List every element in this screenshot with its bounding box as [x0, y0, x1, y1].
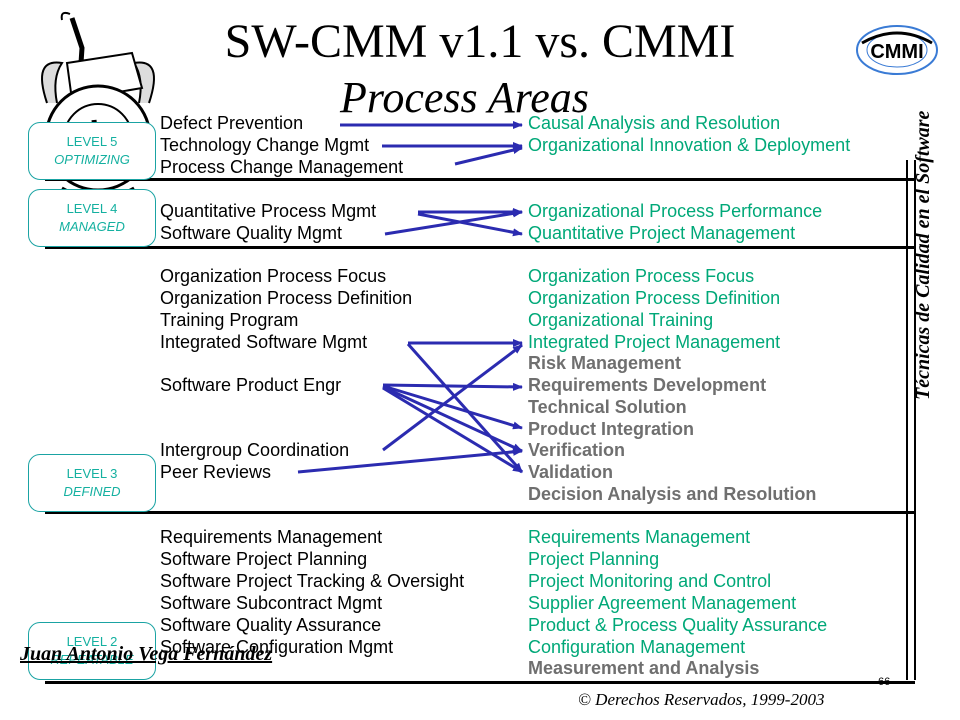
- swcmm-item: Software Product Engr: [160, 375, 342, 395]
- swcmm-item: Organization Process Focus: [160, 266, 387, 286]
- level-number: LEVEL 5: [66, 134, 118, 149]
- swcmm-item: Software Subcontract Mgmt: [160, 593, 383, 613]
- swcmm-item: Requirements Management: [160, 527, 383, 547]
- arrow-line: [417, 212, 523, 237]
- level-number: LEVEL 2: [66, 634, 118, 649]
- level-name: OPTIMIZING: [54, 152, 130, 167]
- swcmm-item: Organization Process Definition: [160, 288, 413, 308]
- swcmm-item: Training Program: [160, 310, 299, 330]
- cmmi-item: Product & Process Quality Assurance: [528, 615, 828, 635]
- arrow-line: [382, 386, 523, 474]
- swcmm-item: Integrated Software Mgmt: [160, 332, 368, 352]
- level-3-box: LEVEL 3 DEFINED: [28, 454, 156, 512]
- arrow-line: [297, 447, 523, 474]
- level-separator: [45, 178, 915, 181]
- cmmi-item: Risk Management: [528, 353, 682, 373]
- swcmm-item: Defect Prevention: [160, 113, 304, 133]
- cmmi-item: Project Monitoring and Control: [528, 571, 772, 591]
- swcmm-item: Peer Reviews: [160, 462, 272, 482]
- cmmi-logo-icon: CMMI: [856, 25, 938, 75]
- cmmi-item: Organizational Process Performance: [528, 201, 823, 221]
- level-name: MANAGED: [59, 219, 125, 234]
- level-4-box: LEVEL 4 MANAGED: [28, 189, 156, 247]
- swcmm-item: Software Project Planning: [160, 549, 368, 569]
- cmmi-item: Supplier Agreement Management: [528, 593, 797, 613]
- cmmi-item: Quantitative Project Management: [528, 223, 796, 243]
- cmmi-item: Project Planning: [528, 549, 660, 569]
- level-name: DEFINED: [63, 484, 121, 499]
- level-name: REPEATABLE: [50, 652, 134, 667]
- level-2-box: LEVEL 2 REPEATABLE: [28, 622, 156, 680]
- swcmm-item: Quantitative Process Mgmt: [160, 201, 377, 221]
- swcmm-item: Technology Change Mgmt: [160, 135, 370, 155]
- cmmi-item: Organizational Innovation & Deployment: [528, 135, 851, 155]
- swcmm-item: Software Configuration Mgmt: [160, 637, 394, 657]
- level-5-box: LEVEL 5 OPTIMIZING: [28, 122, 156, 180]
- level-number: LEVEL 3: [66, 466, 118, 481]
- level-number: LEVEL 4: [66, 201, 118, 216]
- slide-title: SW-CMM v1.1 vs. CMMI: [224, 15, 736, 68]
- swcmm-item: Software Quality Assurance: [160, 615, 382, 635]
- arrow-line: [382, 384, 523, 430]
- swcmm-item: Software Quality Mgmt: [160, 223, 343, 243]
- cmmi-item: Measurement and Analysis: [528, 658, 760, 678]
- page-number: 66: [878, 676, 891, 688]
- cmmi-item: Requirements Management: [528, 527, 751, 547]
- level-separator: [45, 246, 915, 249]
- swcmm-item: Software Project Tracking & Oversight: [160, 571, 465, 591]
- cmmi-item: Organizational Training: [528, 310, 714, 330]
- cmmi-item: Configuration Management: [528, 637, 746, 657]
- slide-subtitle: Process Areas: [340, 73, 589, 122]
- level-separator: [45, 681, 915, 684]
- arrow-line: [382, 385, 523, 453]
- cmmi-item: Validation: [528, 462, 614, 482]
- cmmi-item: Verification: [528, 440, 626, 460]
- copyright-notice: © Derechos Reservados, 1999-2003: [578, 690, 825, 709]
- arrow-line: [382, 343, 523, 452]
- swcmm-item: Process Change Management: [160, 157, 404, 177]
- arrow-line: [384, 209, 523, 236]
- author-name: Juan Antonio Vega Fernández: [20, 643, 273, 665]
- cmmi-item: Causal Analysis and Resolution: [528, 113, 781, 133]
- cmmi-item: Organization Process Focus: [528, 266, 755, 286]
- level-separator: [45, 511, 915, 514]
- cmmi-item: Technical Solution: [528, 397, 687, 417]
- arrow-line: [382, 382, 523, 391]
- cmmi-item: Product Integration: [528, 419, 694, 439]
- cmmi-item: Requirements Development: [528, 375, 767, 395]
- cmmi-item: Integrated Project Management: [528, 332, 781, 352]
- vertical-rule: [906, 160, 916, 680]
- arrow-line: [406, 343, 524, 473]
- swcmm-item: Intergroup Coordination: [160, 440, 350, 460]
- logo-text: CMMI: [870, 41, 923, 63]
- cmmi-item: Organization Process Definition: [528, 288, 781, 308]
- arrow-line: [454, 146, 523, 166]
- cmmi-item: Decision Analysis and Resolution: [528, 484, 817, 504]
